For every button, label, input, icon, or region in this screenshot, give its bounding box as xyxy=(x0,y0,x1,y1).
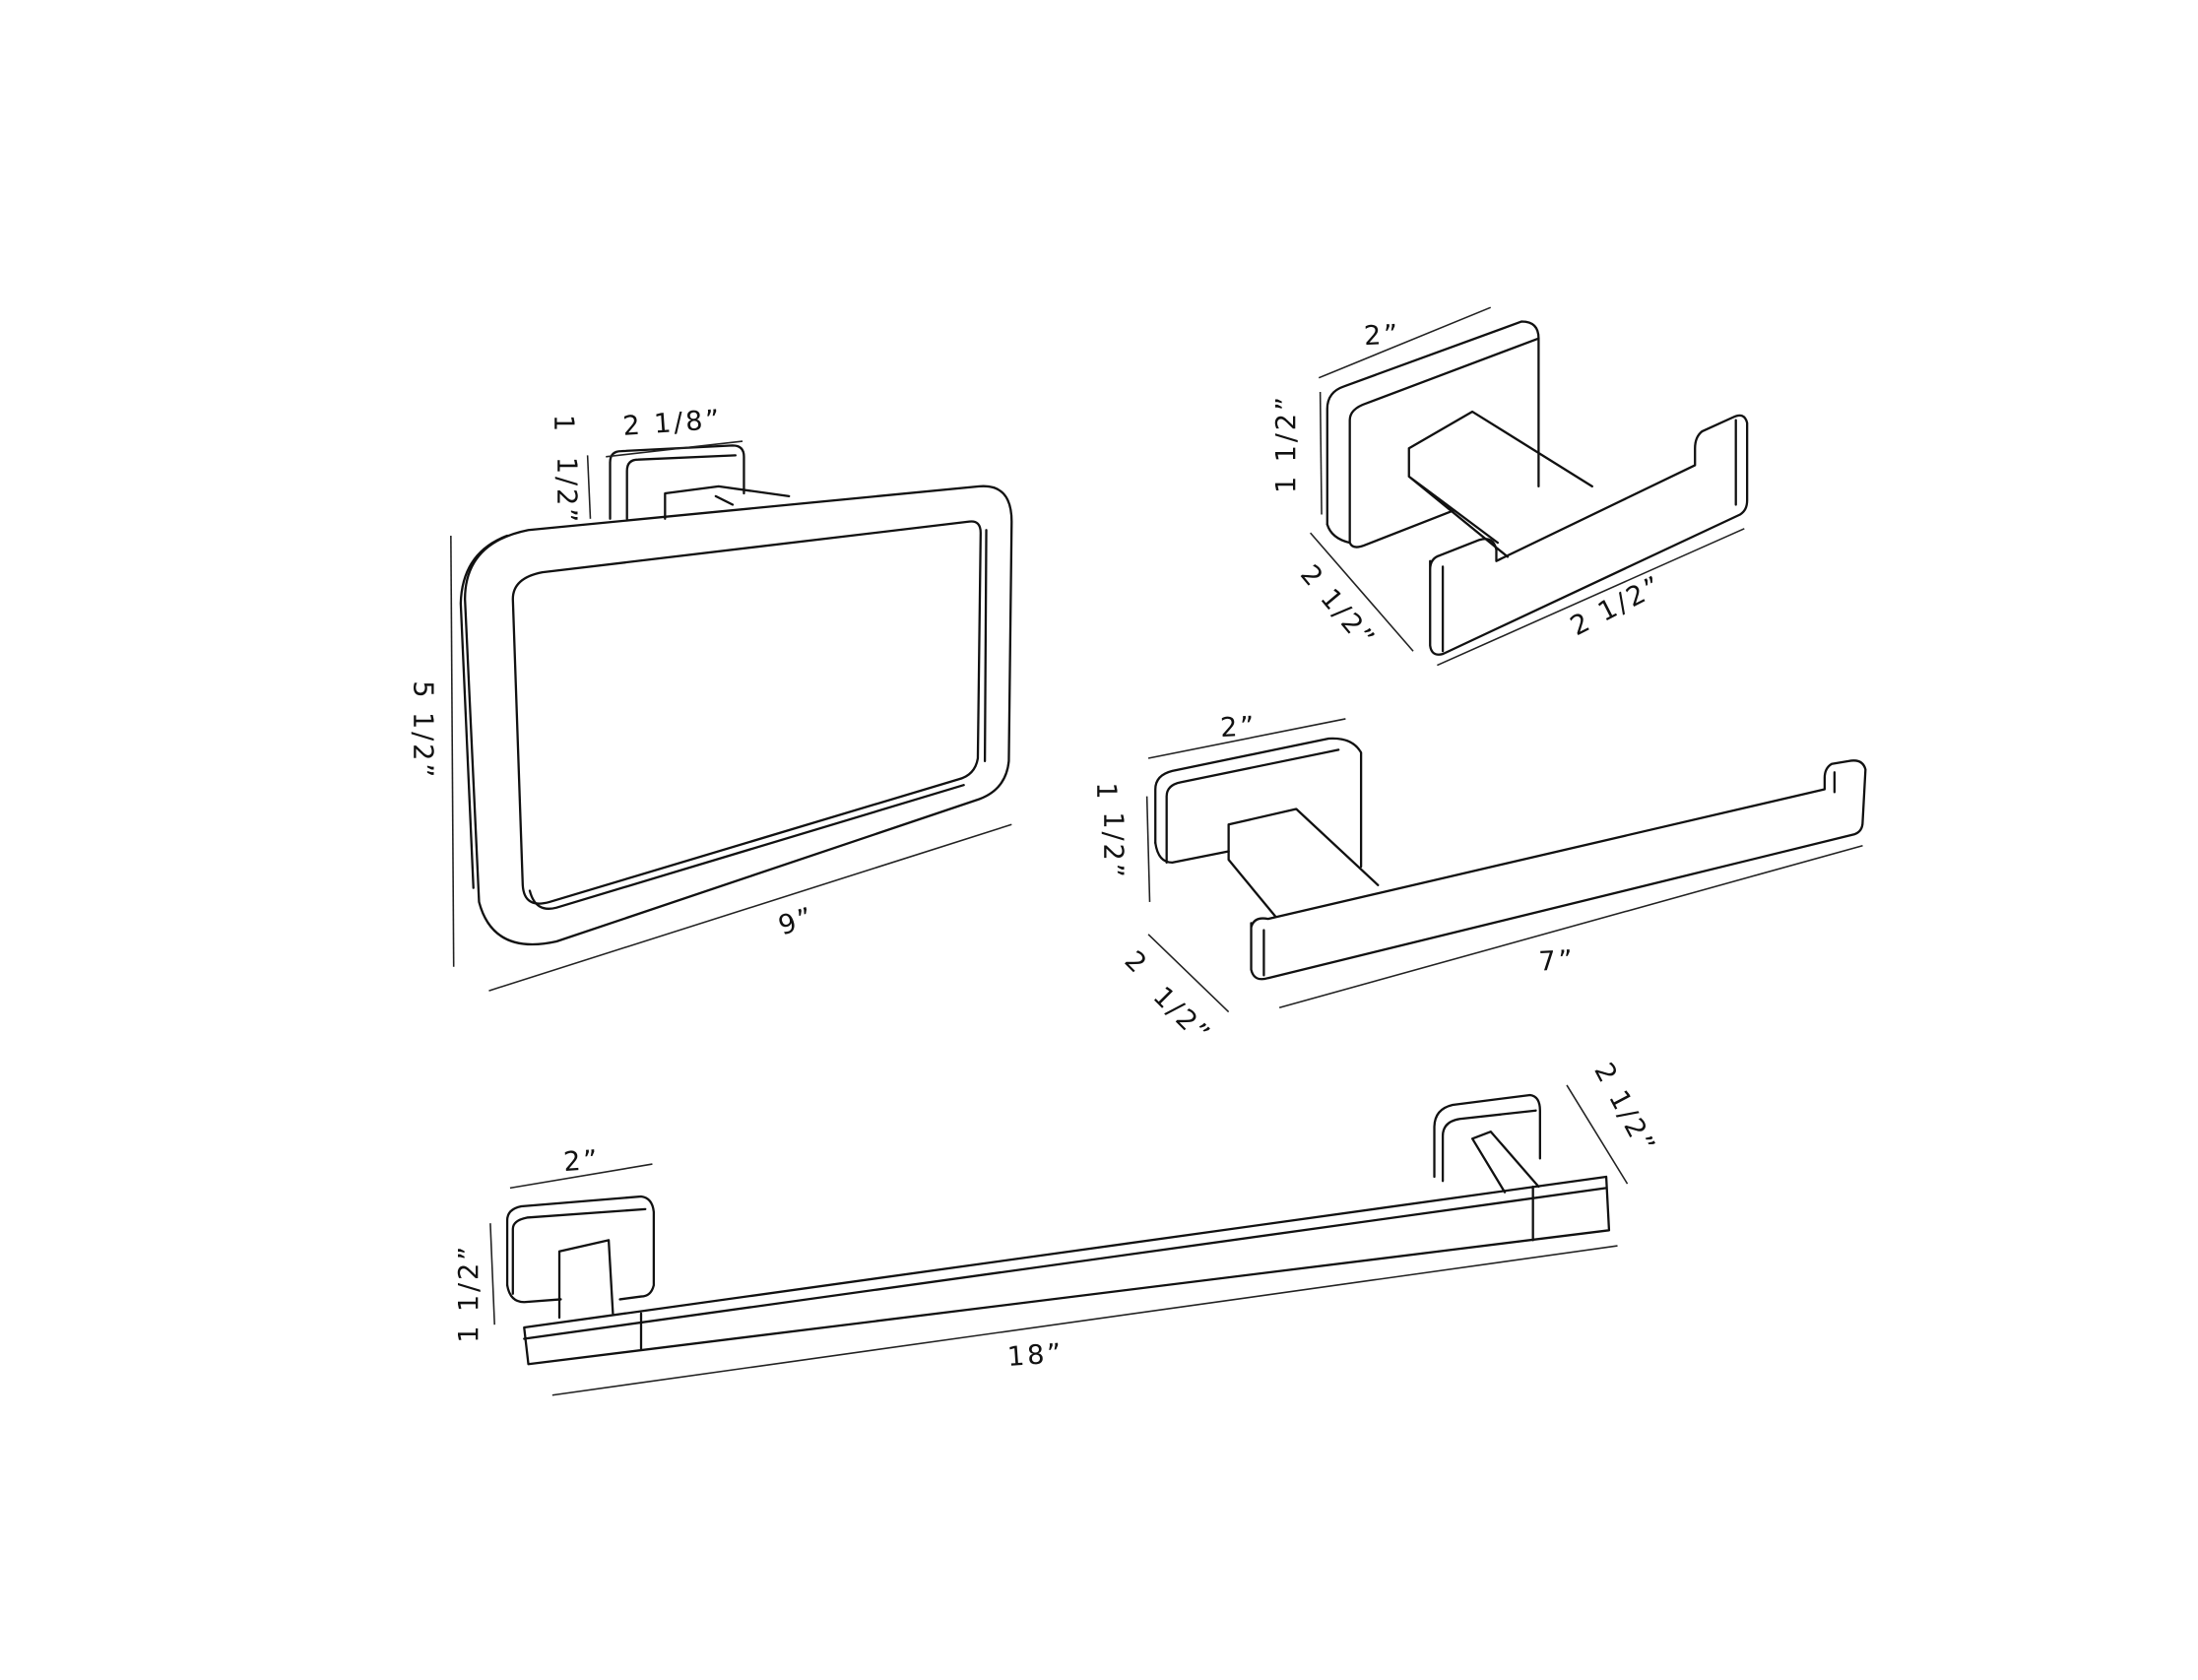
towel-bar-right-arm xyxy=(1471,1131,1540,1194)
tp-bar-edge xyxy=(1262,771,1837,977)
hook-body-edge xyxy=(1441,419,1737,653)
dimension-line-length xyxy=(1278,844,1863,1009)
tp-backplate xyxy=(1154,737,1363,869)
dimension-line-backplate-width xyxy=(606,440,743,458)
dimension-line-height xyxy=(450,535,455,967)
dimension-line-backplate-width xyxy=(509,1163,653,1190)
dimension-label-backplate-width: 2 1/8” xyxy=(621,405,723,442)
towel-ring-backplate-face xyxy=(625,454,738,520)
dimension-label-backplate-height: 1 1/2” xyxy=(1271,394,1302,493)
towel-ring-outer-edge xyxy=(459,534,509,889)
dimension-label-projection-a: 2 xyxy=(1119,945,1154,981)
dimension-label-width: 2 1/2” xyxy=(1566,570,1668,642)
towel-ring-inner-edge xyxy=(528,529,988,910)
towel-ring-arm xyxy=(664,485,791,520)
towel-bar-left-backplate xyxy=(505,1195,656,1301)
dimension-line-projection xyxy=(1310,532,1414,652)
dimension-line-width xyxy=(1437,528,1745,667)
dimension-line-backplate-height xyxy=(1145,796,1151,902)
hook-backplate-face xyxy=(1325,337,1540,549)
dimension-label-backplate-width: 2” xyxy=(562,1145,601,1179)
dimension-label-projection: 2 1/2” xyxy=(1587,1058,1661,1160)
dimension-line-backplate-width xyxy=(1147,718,1346,759)
toilet-paper-holder: 2” 1 1/2” 2 1/2” 7” xyxy=(1091,711,1867,1051)
dimension-label-backplate-height-a: 1 xyxy=(549,415,579,434)
dimension-line-projection xyxy=(1566,1084,1629,1185)
dimension-label-length: 7” xyxy=(1538,945,1577,978)
dimension-label-backplate-height-b: 1/2” xyxy=(1098,811,1129,879)
tp-bar xyxy=(1250,759,1867,981)
dimension-line-projection xyxy=(1147,934,1230,1013)
dimension-label-backplate-height-b: 1/2” xyxy=(551,457,582,525)
towel-ring-inner xyxy=(511,520,982,905)
dimension-label-width: 9” xyxy=(775,901,819,941)
dimension-label-backplate-height: 1 1/2” xyxy=(454,1244,485,1343)
towel-ring: 2 1/8” 1 1/2” 5 1/2” 9” xyxy=(408,405,1013,992)
towel-ring-outer xyxy=(464,485,1013,946)
double-robe-hook: 2” 1 1/2” 2 1/2” 2 1/2” xyxy=(1271,306,1749,667)
dimension-line-backplate-height xyxy=(1319,392,1323,515)
tp-arm xyxy=(1227,808,1380,918)
hook-arm xyxy=(1407,410,1593,558)
towel-bar-right-backplate xyxy=(1433,1093,1541,1183)
dimension-line-backplate-width xyxy=(1318,306,1492,379)
hook-body xyxy=(1429,414,1749,656)
towel-bar-left-backplate-face xyxy=(505,1207,647,1304)
towel-bar: 2” 1 1/2” 2 1/2” 18” xyxy=(454,1058,1661,1396)
dimension-label-projection-b: 1/2” xyxy=(1147,981,1217,1051)
towel-bar-rail xyxy=(523,1175,1611,1366)
dimension-line-width xyxy=(488,823,1012,992)
dimension-label-length: 18” xyxy=(1006,1338,1065,1373)
dimension-label-projection: 2 1/2” xyxy=(1294,559,1382,655)
dimension-line-backplate-height xyxy=(489,1223,495,1325)
dimension-label-height: 5 1/2” xyxy=(408,680,438,780)
dimension-label-backplate-width: 2” xyxy=(1363,319,1401,352)
dimension-line-backplate-height xyxy=(586,455,592,519)
towel-bar-left-arm xyxy=(557,1239,614,1320)
hook-backplate xyxy=(1325,320,1540,526)
dimension-label-backplate-width: 2” xyxy=(1219,711,1258,743)
dimension-line-length xyxy=(551,1245,1618,1396)
tp-backplate-face xyxy=(1154,748,1340,865)
dimension-label-backplate-height-a: 1 xyxy=(1091,782,1122,802)
